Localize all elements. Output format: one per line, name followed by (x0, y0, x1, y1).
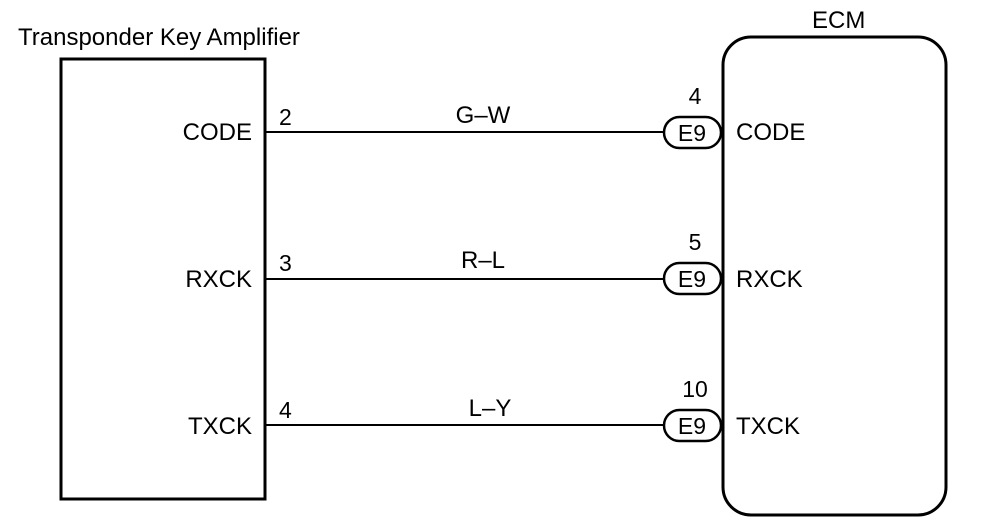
right-signal-label: TXCK (736, 413, 800, 440)
connector-label: E9 (678, 266, 706, 292)
connection-txck: TXCK 4 L–Y E9 10 TXCK (188, 376, 800, 443)
left-pin-number: 2 (279, 104, 292, 130)
wire-color-label: G–W (456, 102, 511, 129)
right-pin-number: 10 (682, 376, 708, 402)
connection-rxck: RXCK 3 R–L E9 5 RXCK (185, 229, 803, 296)
left-pin-number: 3 (279, 250, 292, 276)
ecm-title: ECM (812, 7, 865, 34)
left-pin-number: 4 (279, 397, 292, 423)
left-signal-label: RXCK (185, 266, 252, 293)
connector-badge (662, 261, 723, 296)
right-signal-label: RXCK (736, 266, 803, 293)
ecm-box (721, 35, 948, 517)
connector-label: E9 (678, 120, 706, 146)
right-signal-label: CODE (736, 119, 805, 146)
connection-code: CODE 2 G–W E9 4 CODE (183, 83, 805, 150)
right-pin-number: 4 (689, 83, 702, 109)
connector-badge (662, 408, 723, 443)
connector-badge (662, 115, 723, 150)
wire-color-label: L–Y (469, 395, 512, 422)
left-signal-label: CODE (183, 119, 252, 146)
right-pin-number: 5 (689, 229, 702, 255)
connector-label: E9 (678, 413, 706, 439)
amplifier-title: Transponder Key Amplifier (18, 24, 300, 51)
left-signal-label: TXCK (188, 413, 252, 440)
wire-color-label: R–L (461, 247, 505, 274)
